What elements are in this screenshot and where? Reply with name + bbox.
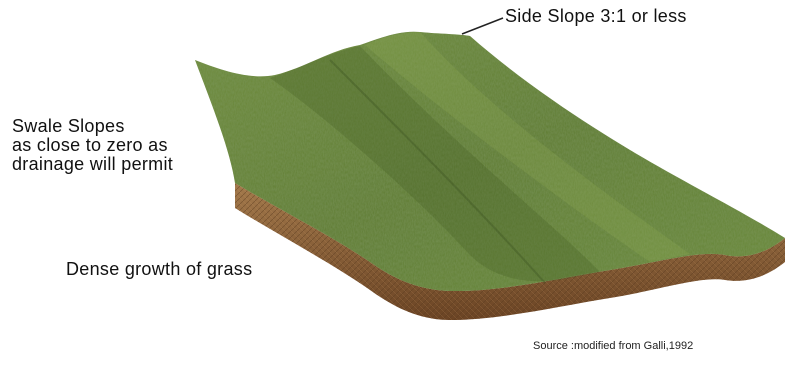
dense-grass-label: Dense growth of grass	[66, 259, 252, 280]
swale-slopes-line-3: drainage will permit	[12, 155, 173, 174]
swale-slopes-label: Swale Slopes as close to zero as drainag…	[12, 117, 173, 174]
side-slope-leader-line	[462, 18, 503, 34]
source-caption: Source :modified from Galli,1992	[533, 340, 693, 352]
side-slope-label: Side Slope 3:1 or less	[505, 6, 687, 27]
swale-slopes-line-2: as close to zero as	[12, 136, 173, 155]
swale-slopes-line-1: Swale Slopes	[12, 117, 173, 136]
